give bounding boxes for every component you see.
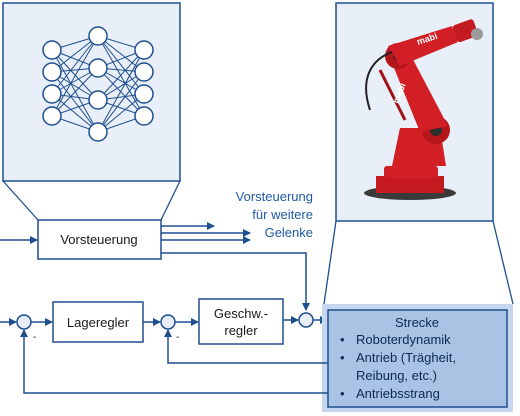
nn-neuron bbox=[42, 40, 62, 60]
nn-neuron bbox=[42, 84, 62, 104]
nn-connection bbox=[97, 49, 145, 133]
other-joints-label: Vorsteuerung für weitere Gelenke bbox=[236, 189, 313, 240]
nn-connection bbox=[97, 71, 145, 133]
nn-neuron bbox=[42, 62, 62, 82]
plant-item-3: Reibung, etc.) bbox=[356, 368, 437, 383]
nn-connection bbox=[51, 93, 99, 133]
nn-neuron bbox=[134, 62, 154, 82]
other-joints-line2: für weitere bbox=[252, 207, 313, 222]
summing-junction-1: - bbox=[16, 314, 36, 343]
neural-network-panel bbox=[2, 2, 181, 182]
nn-neuron bbox=[134, 106, 154, 126]
summing-junction-2: - bbox=[160, 314, 179, 343]
nn-connection bbox=[51, 35, 99, 117]
nn-connection bbox=[51, 35, 99, 95]
nn-connection bbox=[51, 67, 99, 117]
summing-junction-3 bbox=[298, 312, 314, 328]
nn-connection bbox=[51, 49, 99, 133]
nn-connection bbox=[97, 49, 145, 101]
plant-item-4: Antriebsstrang bbox=[356, 386, 440, 401]
feedback-lines bbox=[20, 329, 328, 394]
nn-neuron bbox=[88, 90, 108, 110]
plant-title: Strecke bbox=[395, 315, 439, 330]
nn-connection bbox=[97, 35, 145, 95]
nn-neuron bbox=[134, 84, 154, 104]
speed-controller-label-2: regler bbox=[224, 323, 258, 338]
robot-panel: mabi mabi bbox=[335, 2, 494, 222]
plant-item-4-bullet: • bbox=[340, 386, 345, 401]
nn-connection bbox=[97, 93, 145, 133]
other-joints-line1: Vorsteuerung bbox=[236, 189, 313, 204]
plant-block: Strecke • Roboterdynamik • Antrieb (Träg… bbox=[322, 304, 513, 412]
position-controller-block: Lageregler bbox=[52, 301, 144, 343]
plant-item-1: Roboterdynamik bbox=[356, 332, 451, 347]
plant-item-2-bullet: • bbox=[340, 350, 345, 365]
speed-controller-label-1: Geschw.- bbox=[214, 306, 268, 321]
zoom-connector-left bbox=[2, 180, 181, 221]
feedforward-block: Vorsteuerung bbox=[37, 219, 162, 260]
summing-junction-2-sign: - bbox=[176, 332, 179, 343]
feedforward-outputs bbox=[161, 222, 310, 311]
nn-neuron bbox=[88, 58, 108, 78]
industrial-robot-image: mabi mabi bbox=[364, 19, 483, 200]
speed-controller-block: Geschw.- regler bbox=[198, 298, 284, 345]
zoom-connector-right bbox=[323, 220, 514, 305]
feedforward-block-label: Vorsteuerung bbox=[60, 232, 137, 247]
summing-junction-1-sign: - bbox=[33, 332, 36, 343]
position-controller-label: Lageregler bbox=[67, 315, 130, 330]
other-joints-line3: Gelenke bbox=[265, 225, 313, 240]
nn-connection bbox=[51, 71, 99, 133]
nn-neuron bbox=[88, 122, 108, 142]
nn-connection bbox=[97, 35, 145, 117]
neural-network-icon bbox=[42, 26, 154, 142]
nn-neuron bbox=[88, 26, 108, 46]
plant-item-2: Antrieb (Trägheit, bbox=[356, 350, 456, 365]
plant-item-1-bullet: • bbox=[340, 332, 345, 347]
nn-neuron bbox=[134, 40, 154, 60]
nn-neuron bbox=[42, 106, 62, 126]
